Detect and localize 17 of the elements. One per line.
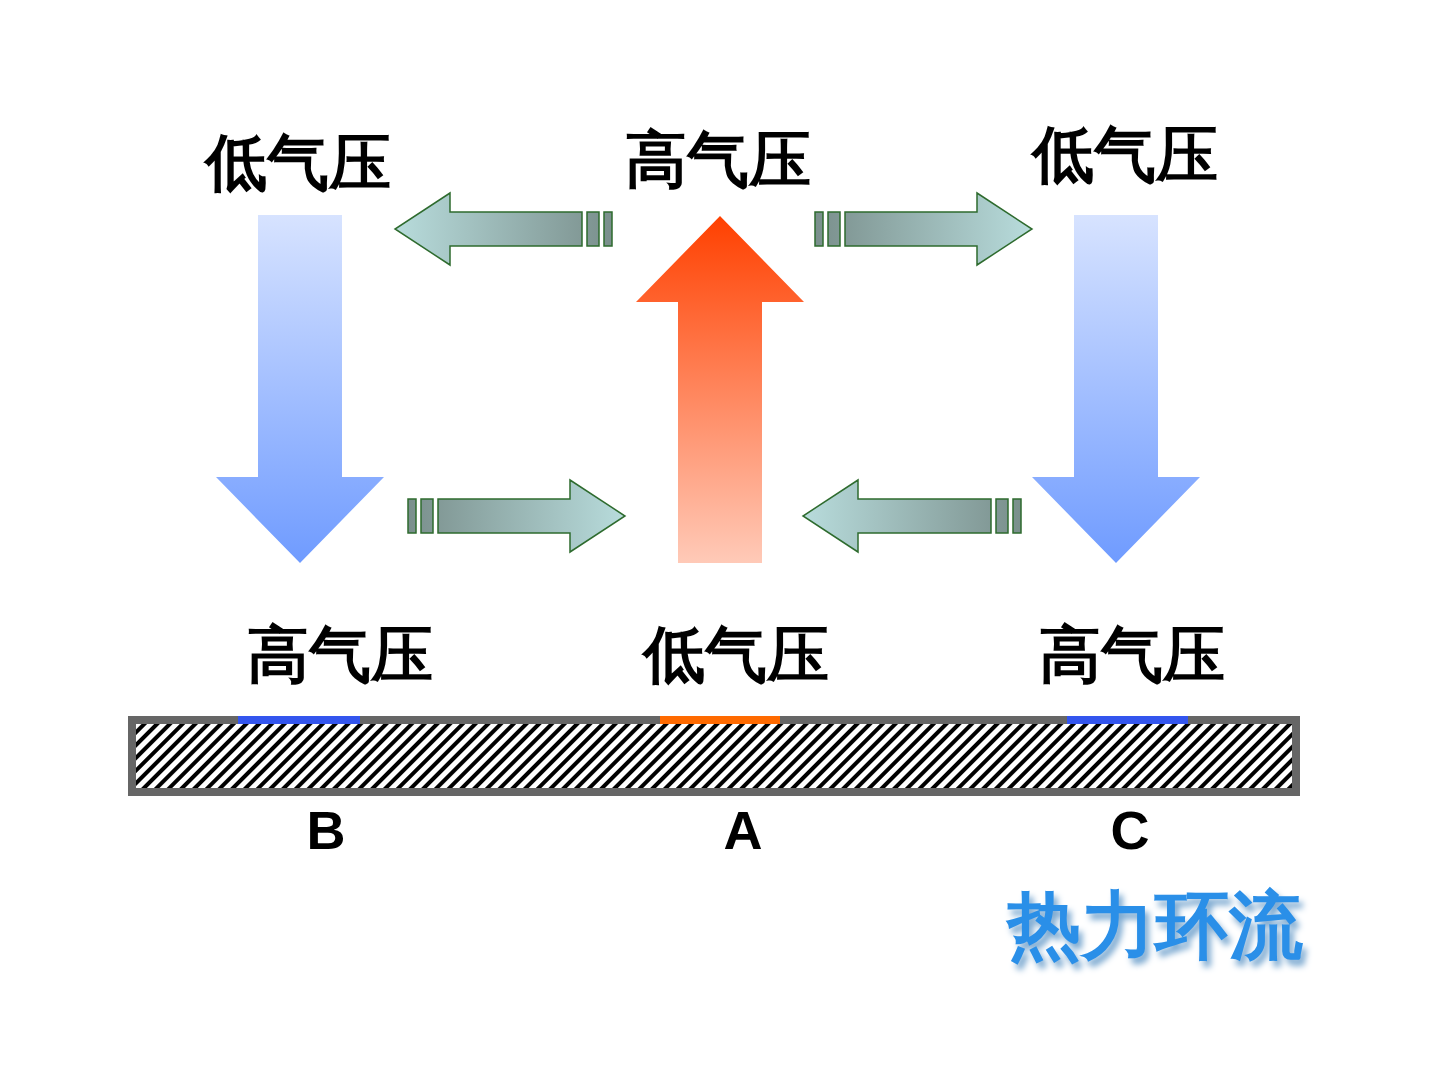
pressure-label: 低气压 — [193, 128, 403, 198]
pressure-label: 低气压 — [631, 620, 841, 690]
pressure-label: 高气压 — [235, 620, 445, 690]
location-letter: A — [722, 800, 764, 860]
flow-arrow — [801, 478, 1022, 554]
pressure-label: 低气压 — [1020, 120, 1230, 190]
flow-arrow — [814, 191, 1034, 267]
flow-arrow — [393, 191, 613, 267]
flow-arrow — [407, 478, 627, 554]
block-arrow — [216, 215, 384, 563]
location-letter: C — [1109, 800, 1151, 860]
location-letter: B — [305, 800, 347, 860]
pressure-label: 高气压 — [1027, 620, 1237, 690]
title: 热力环流 — [1005, 881, 1304, 970]
block-arrow — [1032, 215, 1200, 563]
pressure-label: 高气压 — [613, 125, 823, 195]
block-arrow — [636, 216, 804, 563]
